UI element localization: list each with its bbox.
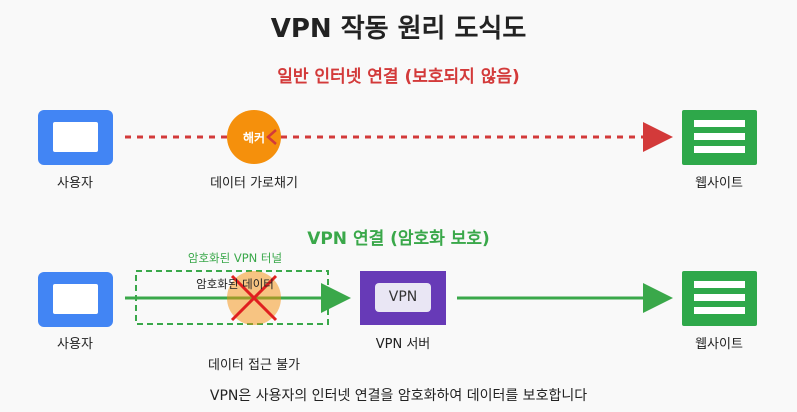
vpn-server-label: VPN 서버 bbox=[375, 337, 431, 352]
page-title: VPN 작동 원리 도식도 bbox=[270, 14, 527, 44]
user-label: 사용자 bbox=[57, 176, 93, 191]
encrypted-data-label: 암호화된 데이터 bbox=[196, 277, 274, 291]
vpn-heading: VPN 연결 (암호화 보호) bbox=[307, 229, 490, 249]
vpn-user-label: 사용자 bbox=[57, 337, 93, 352]
vpn-server-box-text: VPN bbox=[388, 289, 418, 305]
intercept-label: 데이터 가로채기 bbox=[210, 176, 298, 191]
caption: VPN은 사용자의 인터넷 연결을 암호화하여 데이터를 보호합니다 bbox=[209, 388, 588, 404]
blocked-hacker-icon bbox=[227, 271, 281, 325]
vpn-user-computer-icon bbox=[38, 272, 113, 327]
vpn-server-icon bbox=[360, 271, 446, 325]
tunnel-label: 암호화된 VPN 터널 bbox=[187, 251, 283, 265]
website-label: 웹사이트 bbox=[695, 176, 743, 191]
user-computer-icon bbox=[38, 110, 113, 165]
vpn-website-icon bbox=[682, 271, 757, 326]
vpn-website-label: 웹사이트 bbox=[695, 337, 743, 352]
website-icon bbox=[682, 110, 757, 165]
unprotected-heading: 일반 인터넷 연결 (보호되지 않음) bbox=[277, 67, 520, 87]
hacker-label: 해커 bbox=[242, 131, 266, 145]
hacker-icon bbox=[227, 110, 281, 164]
blocked-label: 데이터 접근 불가 bbox=[208, 358, 300, 373]
